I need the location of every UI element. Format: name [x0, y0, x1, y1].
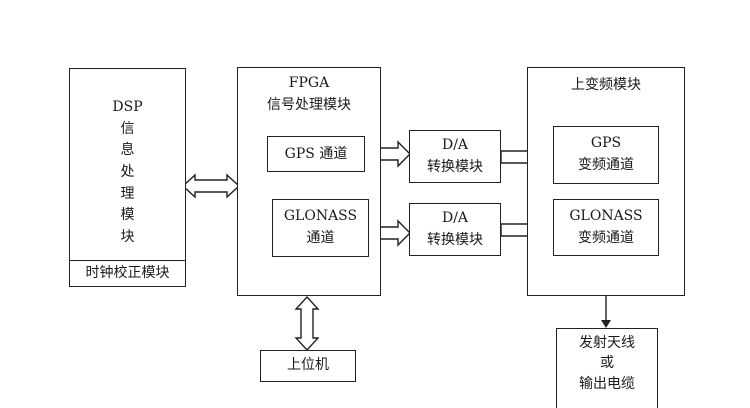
- clock-correction-module: [69, 260, 186, 287]
- host-computer-label: 上位机: [287, 357, 329, 373]
- da-converter-bottom-label: D/A 转换模块: [427, 210, 483, 248]
- dsp-label: DSP 信 息 处 理 模 块: [112, 99, 143, 246]
- fpga-title: FPGA 信号处理模块: [267, 75, 351, 113]
- fpga-block: [237, 67, 381, 296]
- da-converter-top: [409, 130, 501, 183]
- fpga-host-double-arrow: [294, 295, 320, 352]
- clock-correction-label: 时钟校正模块: [85, 265, 170, 281]
- da-converter-top-label: D/A 转换模块: [427, 137, 483, 175]
- output-box: [556, 328, 658, 408]
- gps-channel-label: GPS 通道: [284, 146, 348, 162]
- upconversion-title: 上变频模块: [571, 77, 641, 93]
- host-computer-box: [260, 350, 356, 382]
- da-converter-bottom: [409, 203, 501, 256]
- glonass-upconv-channel: [553, 199, 659, 256]
- gps-upconv-label: GPS 变频通道: [578, 135, 634, 173]
- glonass-channel-box: [272, 199, 369, 257]
- gps-upconv-channel: [553, 126, 659, 184]
- upconv-to-output-arrowhead: [601, 320, 611, 328]
- glonass-channel-label: GLONASS 通道: [283, 208, 358, 246]
- gps-channel-box: [267, 136, 365, 172]
- output-label: 发射天线 或 输出电缆: [579, 335, 635, 392]
- glonass-upconv-label: GLONASS 变频通道: [569, 208, 643, 246]
- dsp-fpga-double-arrow: [181, 173, 241, 199]
